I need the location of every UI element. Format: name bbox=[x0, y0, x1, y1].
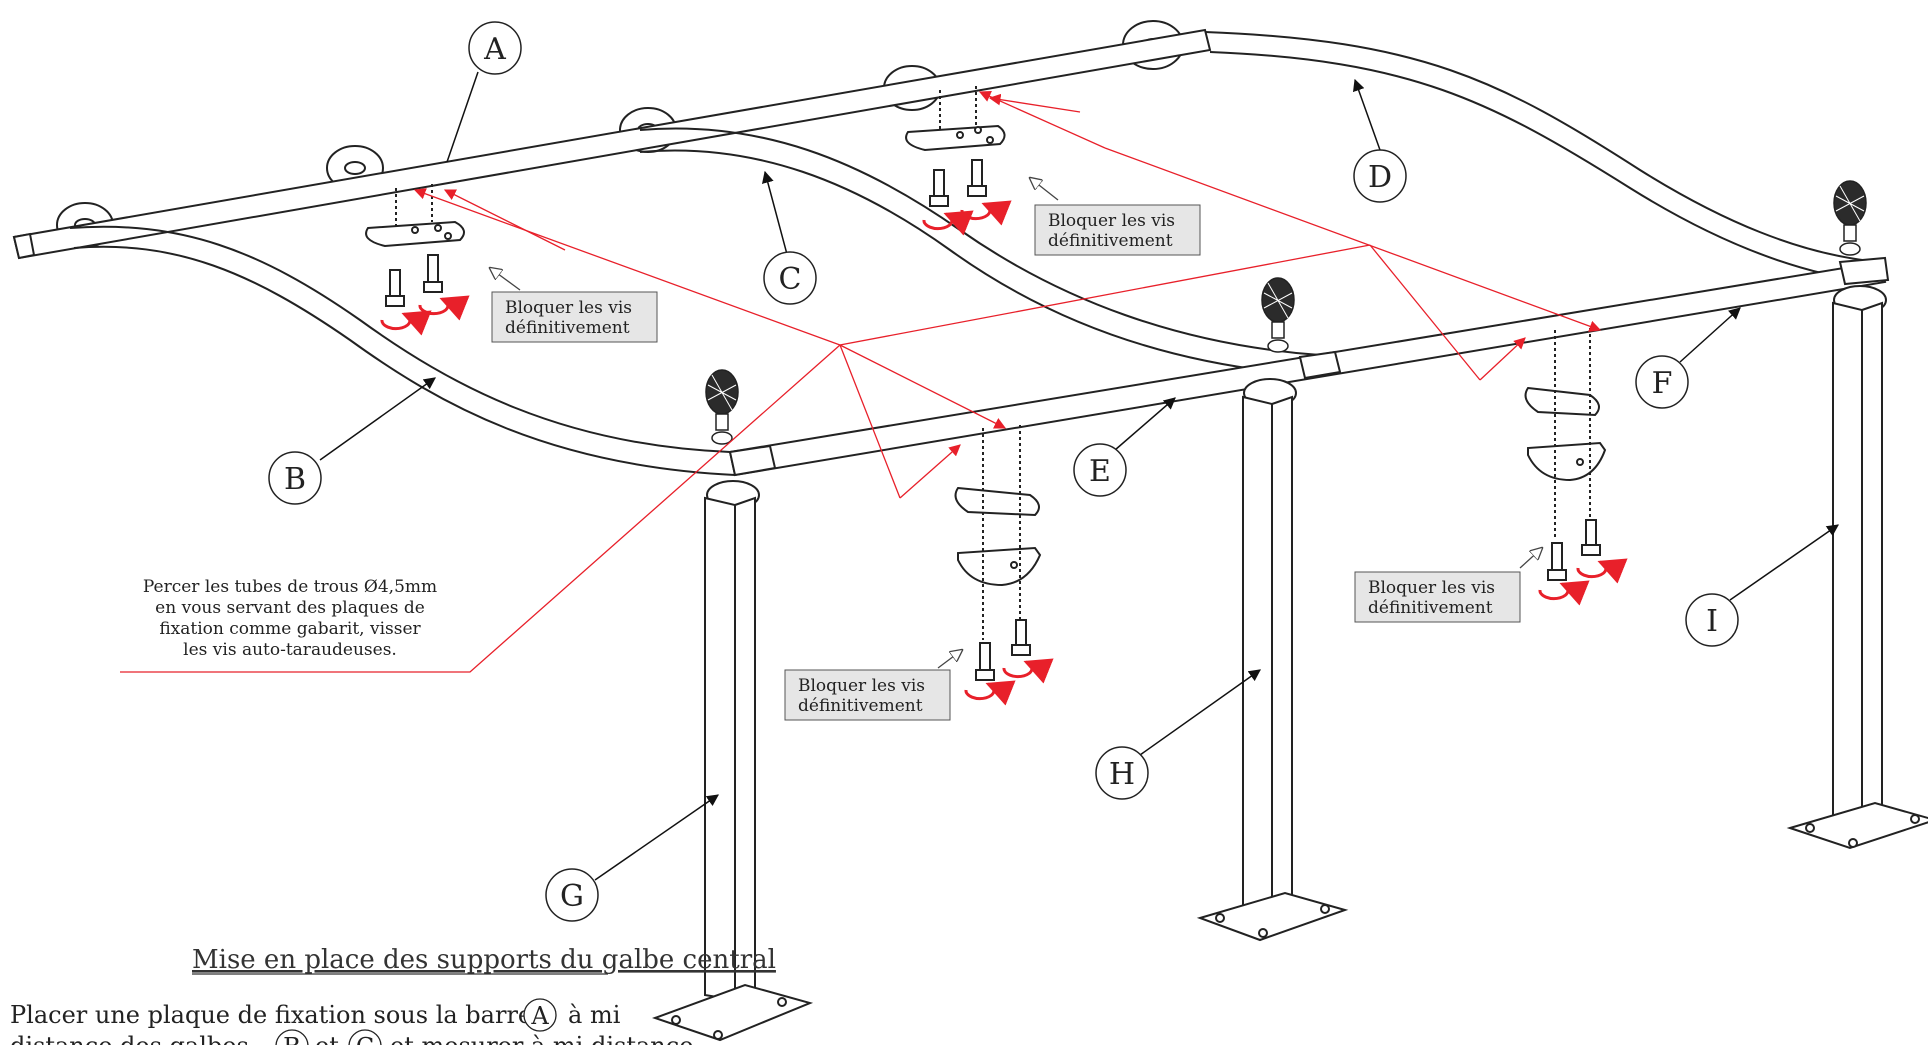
note-leaders bbox=[120, 90, 1602, 673]
post-i bbox=[1786, 285, 1928, 850]
label-f: F bbox=[1635, 355, 1689, 409]
svg-text:D: D bbox=[1368, 160, 1392, 195]
callout-line2: définitivement bbox=[798, 696, 923, 716]
label-d: D bbox=[1353, 149, 1407, 203]
callout-line2: définitivement bbox=[1048, 231, 1173, 251]
section-title: Mise en place des supports du galbe cent… bbox=[192, 945, 776, 975]
instruction-ref-b: B bbox=[283, 1033, 301, 1045]
part-labels: A C D B E F G H I bbox=[268, 21, 1739, 922]
instruction-line1b: à mi bbox=[568, 1001, 621, 1029]
instruction-line2mid: et bbox=[315, 1032, 339, 1045]
svg-text:G: G bbox=[560, 879, 584, 914]
label-h: H bbox=[1095, 746, 1149, 800]
bar-d bbox=[1204, 31, 1881, 283]
drill-note-line1: Percer les tubes de trous Ø4,5mm bbox=[143, 577, 437, 597]
drill-note-line2: en vous servant des plaques de bbox=[155, 598, 425, 618]
instruction-line2b: et mesurer à mi distance bbox=[390, 1032, 693, 1045]
svg-text:E: E bbox=[1089, 454, 1111, 489]
post-h bbox=[1196, 378, 1349, 942]
fixing-plate-left bbox=[365, 184, 465, 307]
label-b: B bbox=[268, 451, 322, 505]
rotation-arrows bbox=[380, 200, 1628, 706]
svg-text:I: I bbox=[1706, 604, 1718, 639]
svg-text:F: F bbox=[1652, 366, 1673, 401]
drill-note-line4: les vis auto-taraudeuses. bbox=[183, 640, 397, 660]
callout-line2: définitivement bbox=[1368, 598, 1493, 618]
callout-line2: définitivement bbox=[505, 318, 630, 338]
post-g bbox=[651, 480, 814, 1042]
instruction: Placer une plaque de fixation sous la ba… bbox=[10, 998, 693, 1045]
label-c: C bbox=[763, 251, 817, 305]
instruction-ref-a: A bbox=[530, 1002, 549, 1030]
fixing-plate-top bbox=[905, 86, 1006, 207]
label-i: I bbox=[1685, 593, 1739, 647]
bar-e-f bbox=[728, 256, 1890, 477]
callout-box-3: Bloquer les vis définitivement bbox=[784, 669, 951, 721]
callout-box-2: Bloquer les vis définitivement bbox=[1034, 204, 1201, 256]
label-g: G bbox=[545, 868, 599, 922]
callout-line1: Bloquer les vis bbox=[1368, 578, 1495, 598]
instruction-line1a: Placer une plaque de fixation sous la ba… bbox=[10, 1001, 532, 1029]
bar-a bbox=[12, 28, 1212, 260]
label-arrows bbox=[319, 71, 1839, 881]
callout-line1: Bloquer les vis bbox=[798, 676, 925, 696]
callout-box-4: Bloquer les vis définitivement bbox=[1354, 571, 1521, 623]
svg-text:C: C bbox=[779, 262, 802, 297]
callout-box-1: Bloquer les vis définitivement bbox=[491, 291, 658, 343]
drill-note-line3: fixation comme gabarit, visser bbox=[159, 619, 421, 639]
callout-line1: Bloquer les vis bbox=[505, 298, 632, 318]
svg-text:H: H bbox=[1109, 757, 1135, 792]
bar-b bbox=[69, 225, 736, 476]
instruction-ref-c: C bbox=[356, 1033, 374, 1045]
fixing-plate-e bbox=[954, 425, 1042, 681]
instruction-line2a: distance des galbes bbox=[10, 1032, 249, 1045]
fixing-plate-f bbox=[1524, 328, 1607, 581]
finial-icon bbox=[705, 180, 1867, 445]
label-e: E bbox=[1073, 443, 1127, 497]
label-a: A bbox=[468, 21, 522, 75]
drill-note: Percer les tubes de trous Ø4,5mm en vous… bbox=[143, 577, 437, 660]
callout-line1: Bloquer les vis bbox=[1048, 211, 1175, 231]
svg-text:A: A bbox=[483, 32, 506, 67]
callout-arrows bbox=[490, 178, 1542, 669]
svg-text:B: B bbox=[284, 462, 306, 497]
